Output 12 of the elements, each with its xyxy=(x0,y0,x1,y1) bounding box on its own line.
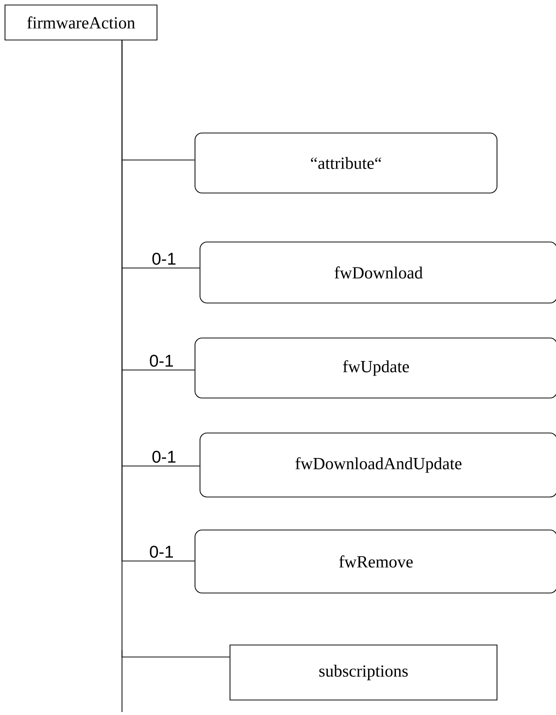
element-box: subscriptions xyxy=(230,644,498,700)
element-box: fwUpdate xyxy=(194,338,556,398)
element-box: “attribute“ xyxy=(194,132,498,194)
multiplicity-label: 0-1 xyxy=(150,546,173,558)
element-box: fwDownloadAndUpdate xyxy=(200,432,556,498)
root-box: firmwareAction xyxy=(4,4,158,40)
multiplicity-label: 0-1 xyxy=(152,252,176,265)
element-box: fwRemove xyxy=(194,530,556,594)
element-box: fwDownload xyxy=(200,242,556,304)
connector-line xyxy=(122,40,230,658)
multiplicity-label: 0-1 xyxy=(150,354,173,367)
multiplicity-label: 0-1 xyxy=(152,450,176,463)
